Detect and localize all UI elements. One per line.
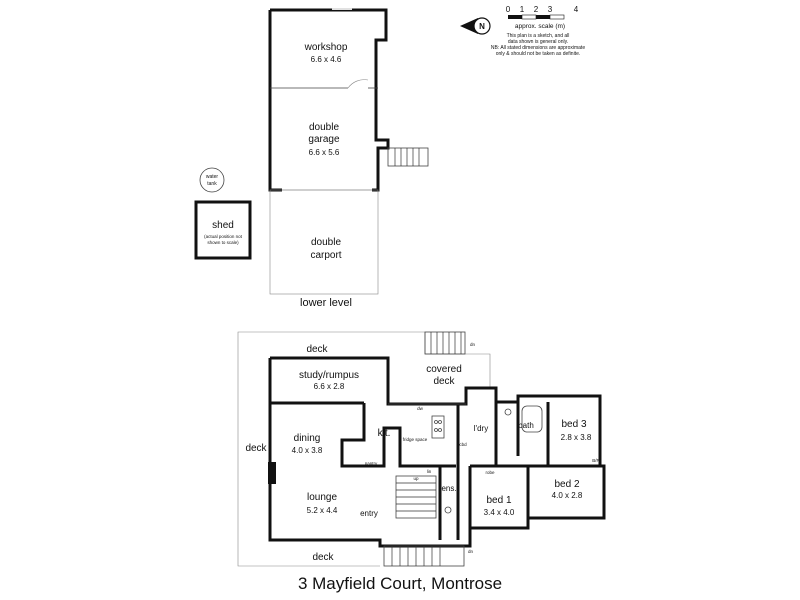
bed1-dims: 3.4 x 4.0 [484,508,515,517]
stairs-bottom-dn: dn [468,549,474,554]
linen-label: lin [427,469,432,474]
water-tank-line2: tank [207,181,217,187]
study-dims: 6.6 x 2.8 [314,382,345,391]
garage-name-line1: double [309,122,339,133]
fridge-label: fridge space [403,437,428,442]
stove [431,415,445,439]
deck-top-label: deck [306,344,328,355]
legend: N 0 1 2 3 4 approx. scale (m) This plan … [460,5,585,57]
laundry-label: l'dry [474,424,488,433]
lounge-dims: 5.2 x 4.4 [307,506,338,515]
dining-name: dining [294,433,321,444]
workshop-door-swing [347,79,369,89]
toilet-icon [504,408,512,416]
stairs-up-label: up [413,476,419,481]
note-line-4: only & should not be taken as definite. [496,51,581,57]
carport-name-line1: double [311,237,341,248]
upper-stairs-bottom [383,545,465,567]
pantry-label: pantry [365,461,378,466]
ensuite-label: ens. [441,484,456,493]
scale-tick-3: 3 [548,5,553,14]
lounge-name: lounge [307,492,337,503]
entry-label: entry [360,509,378,518]
kitchen-walls [340,403,456,468]
lower-level-label: lower level [300,297,352,309]
upper-level: dn [237,331,606,567]
deck-bottom-label: deck [312,552,334,563]
fireplace [268,462,276,484]
entry-stairs [395,475,437,519]
shed-name: shed [212,220,234,231]
deck-boundary [237,331,425,567]
scale-tick-2: 2 [534,5,539,14]
water-tank [199,167,225,193]
bed3-name: bed 3 [561,419,586,430]
garage-name-line2: garage [308,134,340,145]
scale-bar: 0 1 2 3 4 approx. scale (m) [506,5,579,30]
bath-label: bath [518,421,534,430]
north-label: N [479,22,485,31]
workshop-name: workshop [304,42,348,53]
covered-deck-line1: covered [426,364,462,375]
scale-tick-0: 0 [506,5,511,14]
workshop-dims: 6.6 x 4.6 [311,55,342,64]
compass-icon [473,17,491,35]
bed2-name: bed 2 [554,479,579,490]
scale-tick-1: 1 [520,5,525,14]
bed3-dims: 2.8 x 3.8 [561,433,592,442]
covered-deck-line2: deck [433,376,455,387]
bath-tub [521,405,543,433]
scale-tick-4: 4 [574,5,579,14]
study-name: study/rumpus [299,370,359,381]
shed-outline [194,200,252,260]
ensuite-toilet-icon [444,506,452,514]
bed1-name: bed 1 [486,495,511,506]
plan-caption: 3 Mayfield Court, Montrose [297,574,503,593]
kitchen-label: kit. [378,428,391,439]
dining-dims: 4.0 x 3.8 [292,446,323,455]
shed-note-line1: (actual position not [204,234,243,239]
note-line-2: data shown is general only. [508,39,568,45]
bed2-dims: 4.0 x 2.8 [552,491,583,500]
workshop-garage-walls [268,8,390,192]
note-line-3: NB: All stated dimensions are approximat… [491,45,585,51]
lower-stairs [387,147,429,167]
carport-name-line2: carport [310,250,341,261]
north-arrow-icon [460,18,478,34]
br-label: B/R [592,458,600,463]
lower-level: workshop 6.6 x 4.6 double garage 6.6 x 5… [194,8,429,309]
carport-outline [269,189,379,295]
stairs-top-dn: dn [470,342,476,347]
note-line-1: This plan is a sketch, and all [507,33,570,39]
garage-dims: 6.6 x 5.6 [309,148,340,157]
scale-label: approx. scale (m) [515,23,565,30]
shed-note-line2: shown to scale) [207,240,239,245]
water-tank-line1: water [206,174,219,180]
upper-stairs-top [424,331,466,355]
robe-label: robe [485,470,495,475]
cbd-label: cbd [459,442,467,447]
deck-left-label: deck [245,443,267,454]
dw-label: dw [417,406,424,411]
